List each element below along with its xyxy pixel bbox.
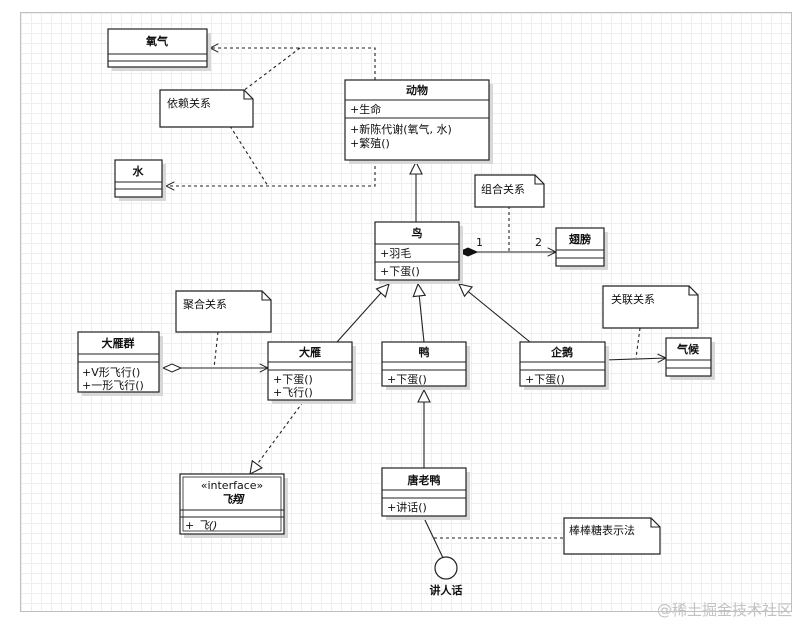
class-bird[interactable]: 鸟 +羽毛 +下蛋() xyxy=(374,221,463,284)
dependency-animal-water xyxy=(166,160,376,186)
class-animal[interactable]: 动物 +生命 +新陈代谢(氧气, 水) +繁殖() xyxy=(344,79,493,164)
class-penguin[interactable]: 企鹅 +下蛋() xyxy=(519,341,609,390)
class-climate[interactable]: 气候 xyxy=(665,337,715,380)
class-penguin-name: 企鹅 xyxy=(550,345,573,359)
class-bird-name: 鸟 xyxy=(412,226,423,240)
class-goose-flock-name: 大雁群 xyxy=(102,336,135,350)
aggregation-note-anchor xyxy=(213,331,219,369)
association-note-anchor xyxy=(635,327,641,359)
class-animal-method-metabolism: +新陈代谢(氧气, 水) xyxy=(350,122,452,136)
class-goose-flock-method-line: +一形飞行() xyxy=(82,379,144,392)
dependency-animal-oxygen xyxy=(210,48,376,80)
interface-fly-method: + 飞() xyxy=(185,519,217,532)
class-tang-duck-name: 唐老鸭 xyxy=(408,473,441,487)
multiplicity-bird: 1 xyxy=(476,236,483,249)
note-association-text: 关联关系 xyxy=(611,292,655,306)
note-dependency[interactable]: 依赖关系 xyxy=(159,89,254,128)
class-water[interactable]: 水 xyxy=(114,159,166,201)
class-animal-attr: +生命 xyxy=(350,102,381,116)
class-tang-duck-method: +讲话() xyxy=(387,500,427,514)
lollipop-interface-label: 讲人话 xyxy=(430,583,463,597)
class-goose[interactable]: 大雁 +下蛋() +飞行() xyxy=(267,341,356,404)
dependency-note-anchor-top xyxy=(242,47,301,92)
generalization-goose-bird xyxy=(336,284,389,343)
note-aggregation-text: 聚合关系 xyxy=(183,297,227,311)
interface-fly-name: 飞翔 xyxy=(221,493,245,506)
class-duck-method: +下蛋() xyxy=(387,373,427,386)
class-bird-attr: +羽毛 xyxy=(380,247,411,260)
class-goose-method-fly: +飞行() xyxy=(273,386,313,399)
note-composition-text: 组合关系 xyxy=(481,182,525,196)
note-lollipop-text: 棒棒糖表示法 xyxy=(569,523,635,537)
class-animal-name: 动物 xyxy=(406,83,428,97)
dependency-note-anchor-bottom xyxy=(229,125,269,187)
class-wing-name: 翅膀 xyxy=(568,232,591,246)
class-tang-duck[interactable]: 唐老鸭 +讲话() xyxy=(381,467,470,520)
interface-fly[interactable]: «interface» 飞翔 + 飞() xyxy=(179,473,288,538)
class-penguin-method: +下蛋() xyxy=(525,373,565,386)
class-goose-flock-method-v: +V形飞行() xyxy=(82,366,140,379)
generalization-penguin-bird xyxy=(459,284,531,343)
lollipop-stem xyxy=(423,517,445,561)
class-duck[interactable]: 鸭 +下蛋() xyxy=(381,341,470,390)
note-dependency-text: 依赖关系 xyxy=(167,96,211,110)
class-duck-name: 鸭 xyxy=(419,345,430,359)
class-bird-method: +下蛋() xyxy=(380,265,420,278)
lollipop-interface-circle xyxy=(434,556,458,580)
class-goose-name: 大雁 xyxy=(299,345,321,359)
class-oxygen-name: 氧气 xyxy=(145,34,168,48)
note-lollipop[interactable]: 棒棒糖表示法 xyxy=(563,517,661,555)
watermark: @稀土掘金技术社区 xyxy=(657,601,792,619)
generalization-duck-bird xyxy=(418,284,424,343)
class-oxygen[interactable]: 氧气 xyxy=(107,28,211,71)
multiplicity-wing: 2 xyxy=(535,236,542,249)
note-composition[interactable]: 组合关系 xyxy=(474,174,545,208)
note-association[interactable]: 关联关系 xyxy=(602,285,699,329)
class-climate-name: 气候 xyxy=(676,342,700,356)
class-wing[interactable]: 翅膀 xyxy=(555,227,608,270)
class-animal-method-reproduce: +繁殖() xyxy=(350,136,390,150)
class-goose-flock[interactable]: 大雁群 +V形飞行() +一形飞行() xyxy=(77,331,163,396)
class-goose-method-egg: +下蛋() xyxy=(273,373,313,386)
class-water-name: 水 xyxy=(133,164,145,178)
note-aggregation[interactable]: 聚合关系 xyxy=(175,290,272,333)
interface-fly-stereotype: «interface» xyxy=(201,479,264,492)
association-penguin-climate xyxy=(604,358,666,360)
realization-goose-fly xyxy=(250,401,304,474)
